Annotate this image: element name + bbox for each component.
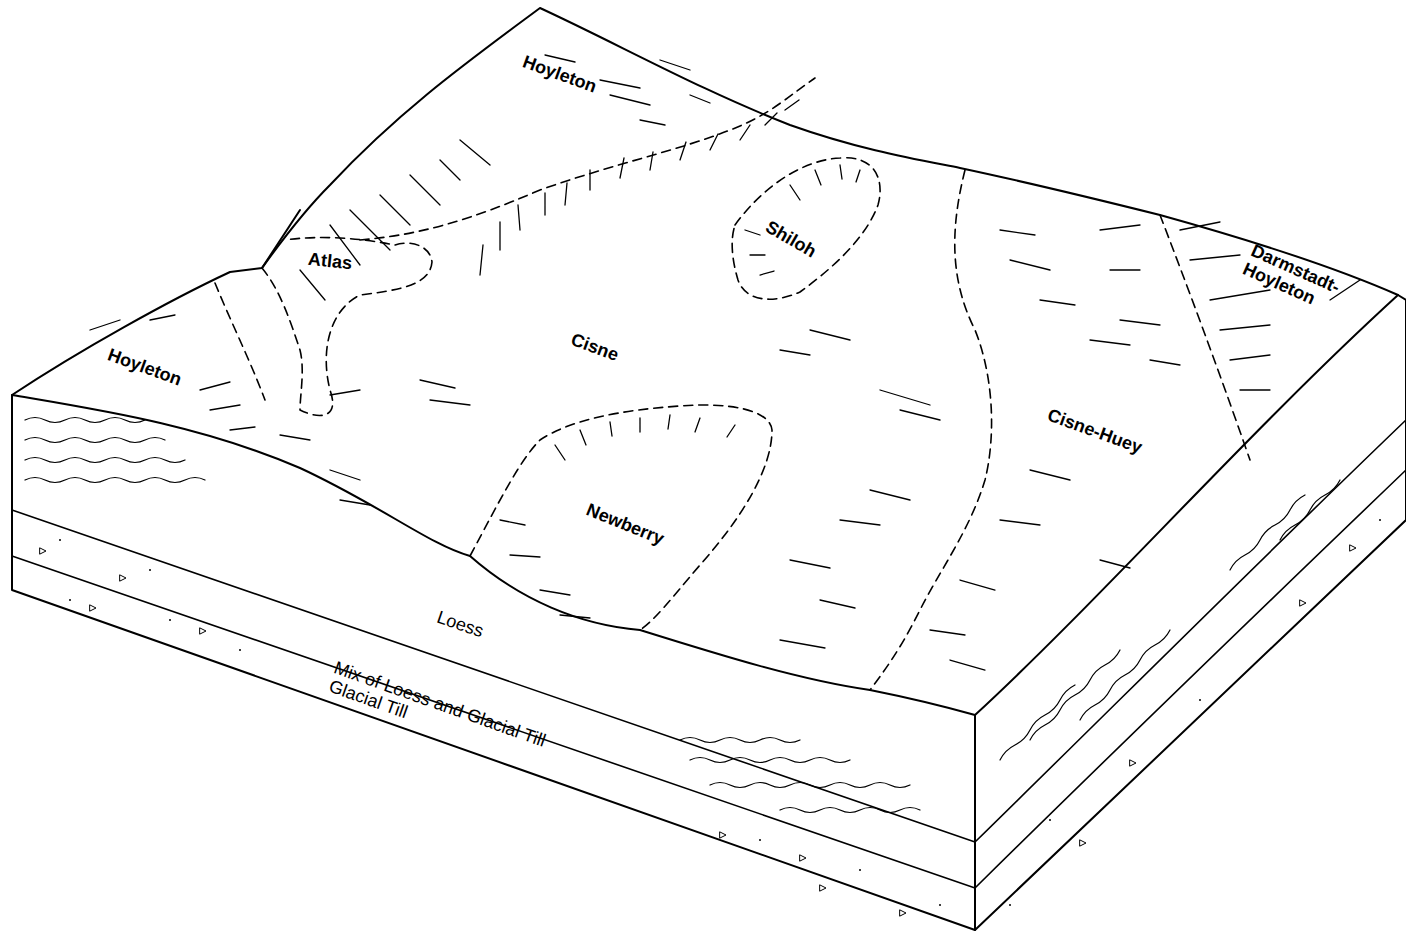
soil-series-label: Shiloh bbox=[761, 218, 819, 263]
soil-series-label: Newberry bbox=[583, 500, 666, 549]
soil-series-label: Cisne-Huey bbox=[1045, 406, 1145, 458]
soil-series-label: Darmstadt-Hoyleton bbox=[1240, 242, 1357, 323]
soil-series-label: Hoyleton bbox=[105, 346, 184, 391]
soil-series-label: Cisne bbox=[569, 330, 622, 365]
soil-series-label: Hoyleton bbox=[520, 53, 599, 98]
soil-series-label: Atlas bbox=[307, 250, 353, 274]
